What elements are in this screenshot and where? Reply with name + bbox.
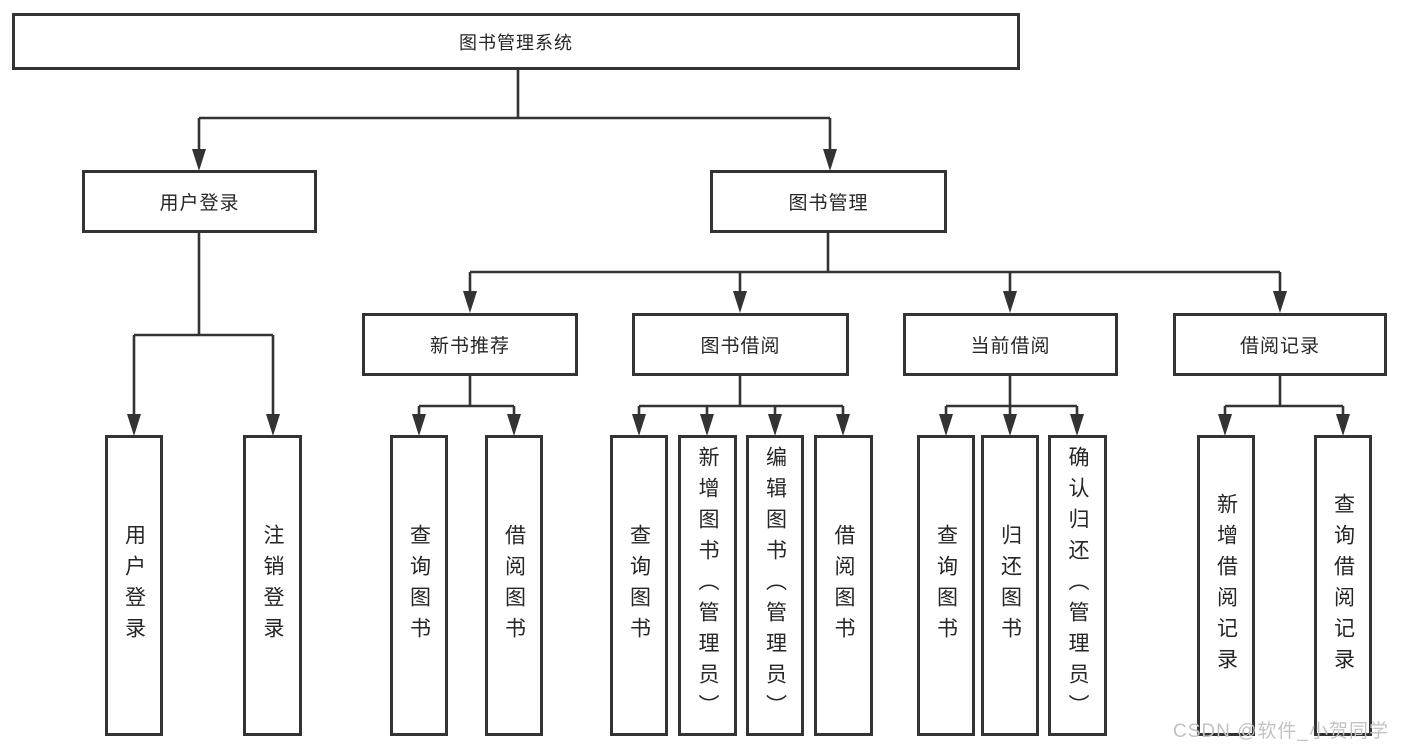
node-root: 图书管理系统 [12,13,1020,70]
connector-new-book-children [417,376,516,417]
connector-root-to-level2 [197,70,832,152]
leaf-return-book: 归还图书 [981,435,1039,736]
leaf-borrow-books-recommend: 借阅图书 [485,435,543,736]
leaf-query-books-borrow: 查询图书 [610,435,668,736]
arrowheads [127,149,1350,436]
connector-current-borrow-children [944,376,1079,417]
connector-book-mgmt-children [468,233,1282,295]
node-new-book-recommend: 新书推荐 [362,313,578,376]
leaf-edit-book-admin: 编辑图书（管理员） [746,435,804,736]
leaf-user-login: 用户登录 [105,435,163,736]
leaf-query-borrow-record: 查询借阅记录 [1314,435,1372,736]
node-book-management: 图书管理 [710,170,947,233]
leaf-add-book-admin: 新增图书（管理员） [678,435,737,736]
node-current-borrow: 当前借阅 [903,313,1118,376]
leaf-logout: 注销登录 [243,435,302,736]
leaf-confirm-return-admin: 确认归还（管理员） [1048,435,1107,736]
connector-user-login-children [132,233,275,417]
connector-borrow-records-children [1223,376,1345,417]
connector-book-borrow-children [637,376,845,417]
leaf-borrow-books: 借阅图书 [814,435,873,736]
leaf-add-borrow-record: 新增借阅记录 [1197,435,1255,736]
leaf-query-books-current: 查询图书 [917,435,975,736]
node-book-borrow: 图书借阅 [632,313,849,376]
leaf-query-books-recommend: 查询图书 [390,435,448,736]
node-user-login: 用户登录 [82,170,317,233]
node-borrow-records: 借阅记录 [1173,313,1387,376]
csdn-watermark: CSDN @软件_小贺同学 [1173,721,1389,742]
